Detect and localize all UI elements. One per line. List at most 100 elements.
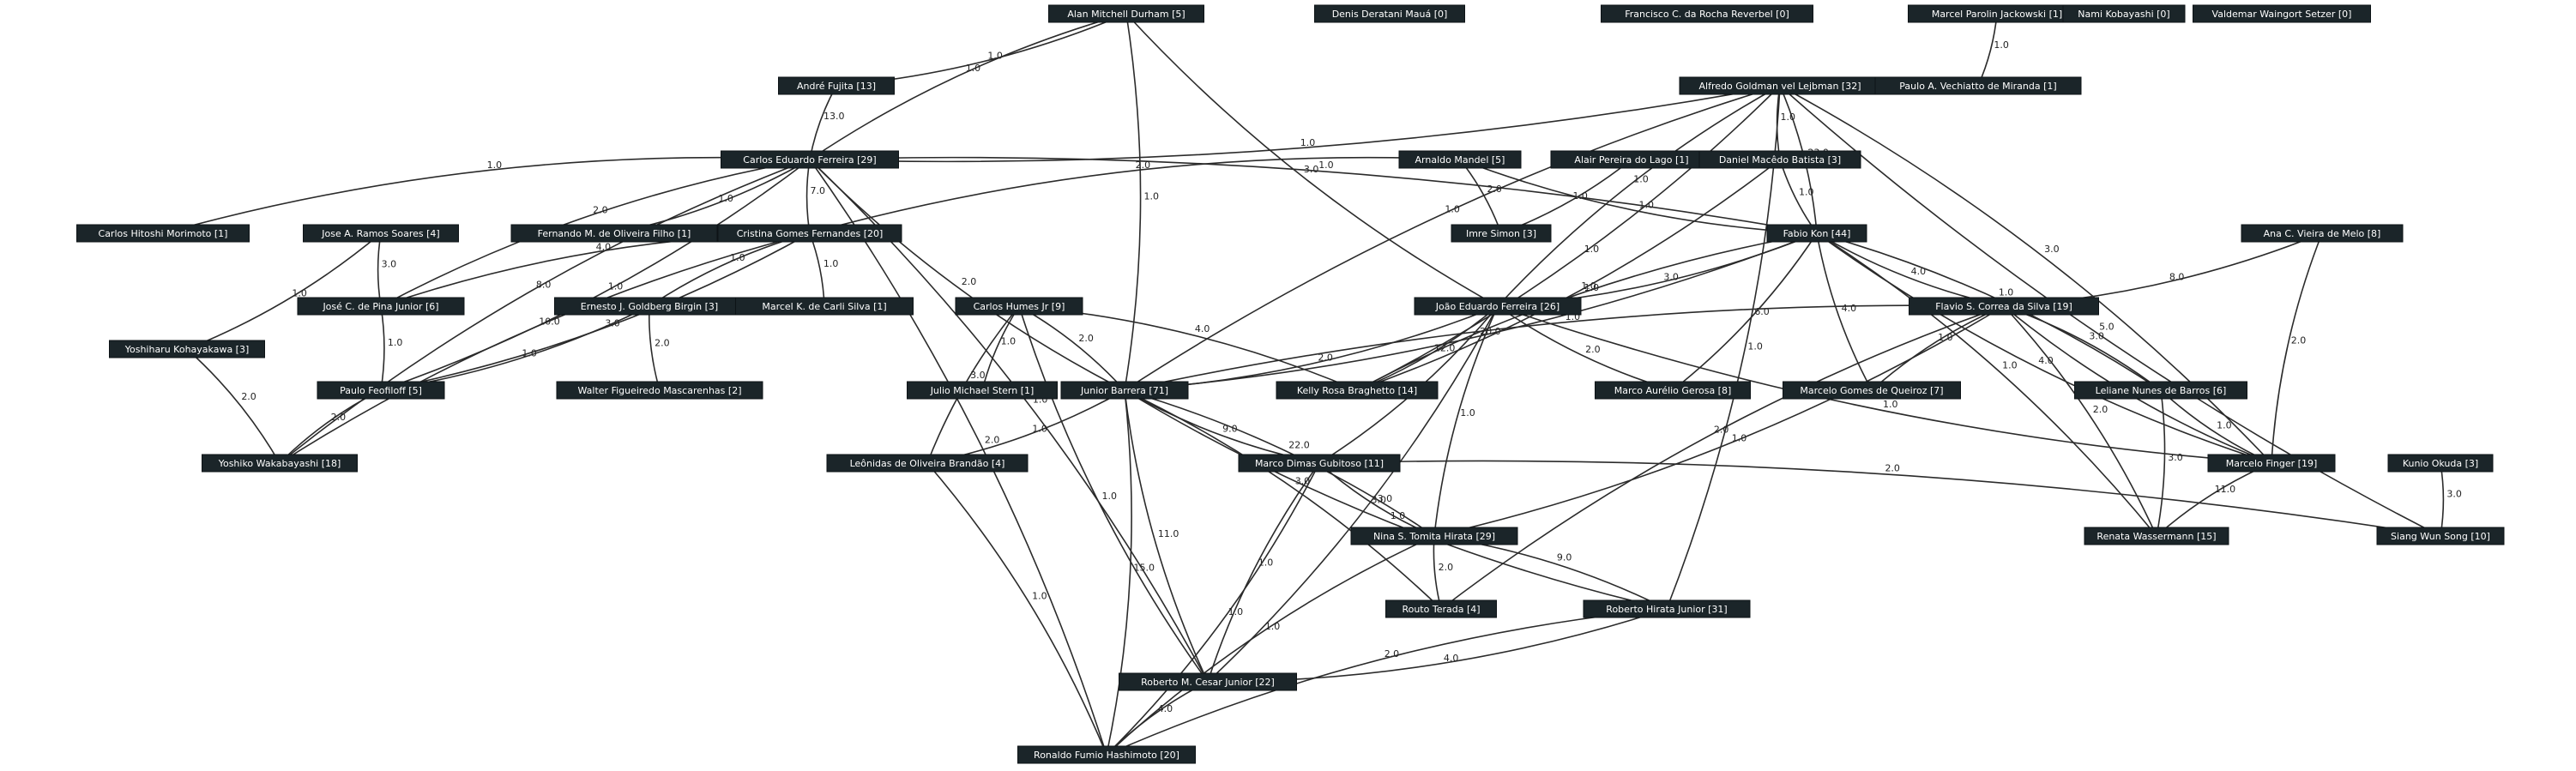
node-label: Nami Kobayashi [0] — [2078, 9, 2169, 20]
edge-carloshj-leonidas: 3.0 — [926, 305, 1020, 464]
node-arnaldo: Arnaldo Mandel [5] — [1398, 150, 1522, 169]
edge-weight-label: 2.0 — [1318, 352, 1333, 363]
edge-weight-label: 4.0 — [1158, 703, 1173, 714]
edge-line — [809, 156, 1461, 234]
edge-line — [1433, 305, 2005, 537]
node-label: Arnaldo Mandel [5] — [1415, 154, 1505, 166]
edge-weight-label: 20.0 — [1480, 326, 1501, 337]
edge-fabio-renata: 1.0 — [1816, 232, 2157, 537]
edge-weight-label: 5.0 — [2099, 321, 2114, 332]
node-nina: Nina S. Tomita Hirata [29] — [1350, 527, 1518, 545]
edge-line — [1125, 13, 1499, 307]
node-box — [202, 454, 358, 473]
node-box — [1350, 527, 1518, 545]
edge-line — [380, 159, 811, 307]
edge-weight-label: 1.0 — [1584, 244, 1600, 255]
node-box — [297, 297, 465, 316]
edge-paulof-yoshiko: 2.0 — [279, 389, 382, 464]
node-box — [1698, 150, 1861, 169]
node-nami: Nami Kobayashi [0] — [2062, 4, 2186, 23]
edge-weight-label: 2.0 — [1439, 562, 1454, 573]
edge-robertom-ronaldo: 4.0 — [1106, 681, 1209, 756]
node-box — [2376, 527, 2505, 545]
node-box — [1583, 599, 1751, 618]
node-label: Nina S. Tomita Hirata [29] — [1373, 531, 1495, 542]
edge-line — [1106, 608, 1668, 756]
edge-line — [809, 85, 837, 160]
node-label: Marcelo Gomes de Queiroz [7] — [1800, 385, 1943, 396]
edge-joao-nina: 1.0 — [1433, 305, 1499, 537]
node-label: Marcel Parolin Jackowski [1] — [1932, 9, 2062, 20]
node-label: Paulo Feofiloff [5] — [340, 385, 422, 396]
node-box — [1238, 454, 1401, 473]
node-label: Roberto Hirata Junior [31] — [1606, 604, 1727, 615]
edge-arnaldo-cristina: 2.0 — [809, 156, 1461, 234]
edge-daniel-fabio: 1.0 — [1779, 159, 1818, 234]
node-label: Paulo A. Vechiatto de Miranda [1] — [1899, 81, 2056, 92]
edge-line — [1871, 305, 2005, 391]
edge-arnaldo-fabio: 1.0 — [1459, 159, 1818, 234]
edge-carlosef-cristina: 7.0 — [805, 159, 825, 234]
edge-cristina-yoshiko: 10.0 — [279, 232, 811, 464]
edge-line — [1440, 305, 2005, 610]
node-label: Alfredo Goldman vel Lejbman [32] — [1698, 81, 1861, 92]
edge-nina-ronaldo: 1.0 — [1106, 535, 1435, 756]
node-josear: Jose A. Ramos Soares [4] — [303, 224, 459, 243]
node-label: Kelly Rosa Braghetto [14] — [1297, 385, 1417, 396]
edge-flavio-nina: 1.0 — [1433, 305, 2005, 537]
edge-weight-label: 2.0 — [1714, 424, 1729, 435]
edge-weight-label: 1.0 — [292, 288, 307, 299]
edge-alfredo-kelly: 1.0 — [1356, 85, 1781, 391]
edge-weight-label: 1.0 — [1001, 335, 1017, 346]
edge-flavio-leliane: 3.0 — [2003, 305, 2162, 391]
node-box — [1874, 76, 2082, 95]
node-box — [1783, 381, 1961, 400]
edge-alfredo-junior: 1.0 — [1124, 85, 1781, 391]
edge-line — [1106, 535, 1435, 756]
edge-joao-kelly: 12.0 — [1356, 305, 1499, 391]
edge-weight-label: 2.0 — [1385, 648, 1400, 660]
edge-kunio-siang: 3.0 — [2440, 462, 2462, 537]
edge-weight-label: 1.0 — [388, 337, 403, 348]
node-ernesto: Ernesto J. Goldberg Birgin [3] — [554, 297, 745, 316]
edge-line — [1124, 232, 1818, 391]
node-box — [907, 381, 1058, 400]
edge-line — [1497, 85, 1781, 307]
node-paulof: Paulo Feofiloff [5] — [317, 381, 445, 400]
node-box — [2074, 381, 2247, 400]
edge-flavio-marcelo: 1.0 — [1871, 305, 2005, 391]
edge-junior-ronaldo: 15.0 — [1106, 389, 1155, 756]
edge-line — [1779, 85, 2272, 464]
edge-weight-label: 4.0 — [1842, 303, 1857, 314]
node-box — [2193, 4, 2371, 23]
edge-line — [186, 232, 382, 350]
node-leonidas: Leônidas de Oliveira Brandão [4] — [826, 454, 1029, 473]
edge-junior-robertom: 11.0 — [1124, 389, 1209, 683]
edge-weight-label: 1.0 — [1747, 340, 1762, 352]
edge-weight-label: 11.0 — [2215, 484, 2236, 495]
edge-weight-label: 4.0 — [1195, 323, 1210, 334]
edge-cristina-josecp: 4.0 — [380, 232, 811, 307]
node-cristina: Cristina Gomes Fernandes [20] — [717, 224, 902, 243]
edge-yoshiharu-yoshiko: 2.0 — [186, 348, 281, 464]
node-label: Renata Wassermann [15] — [2096, 531, 2216, 542]
node-box — [1048, 4, 1204, 23]
edge-line — [2003, 305, 2162, 391]
edge-line — [377, 232, 382, 307]
edge-weight-label: 2.0 — [1136, 160, 1151, 171]
node-box — [1909, 297, 2099, 316]
edge-line — [1106, 681, 1209, 756]
edge-line — [279, 232, 811, 464]
edge-weight-label: 3.0 — [2168, 452, 2183, 463]
node-label: Yoshiharu Kohayakawa [3] — [124, 344, 250, 355]
edge-ernesto-walter: 2.0 — [648, 305, 670, 391]
edge-carloshj-junior: 2.0 — [1018, 305, 1125, 391]
edge-weight-label: 3.0 — [1295, 476, 1311, 487]
node-box — [1276, 381, 1439, 400]
node-label: Marcel K. de Carli Silva [1] — [762, 301, 886, 312]
edge-line — [2156, 389, 2166, 537]
node-box — [109, 340, 265, 358]
node-paulov: Paulo A. Vechiatto de Miranda [1] — [1874, 76, 2082, 95]
node-box — [1595, 381, 1751, 400]
edge-line — [1124, 85, 1781, 391]
